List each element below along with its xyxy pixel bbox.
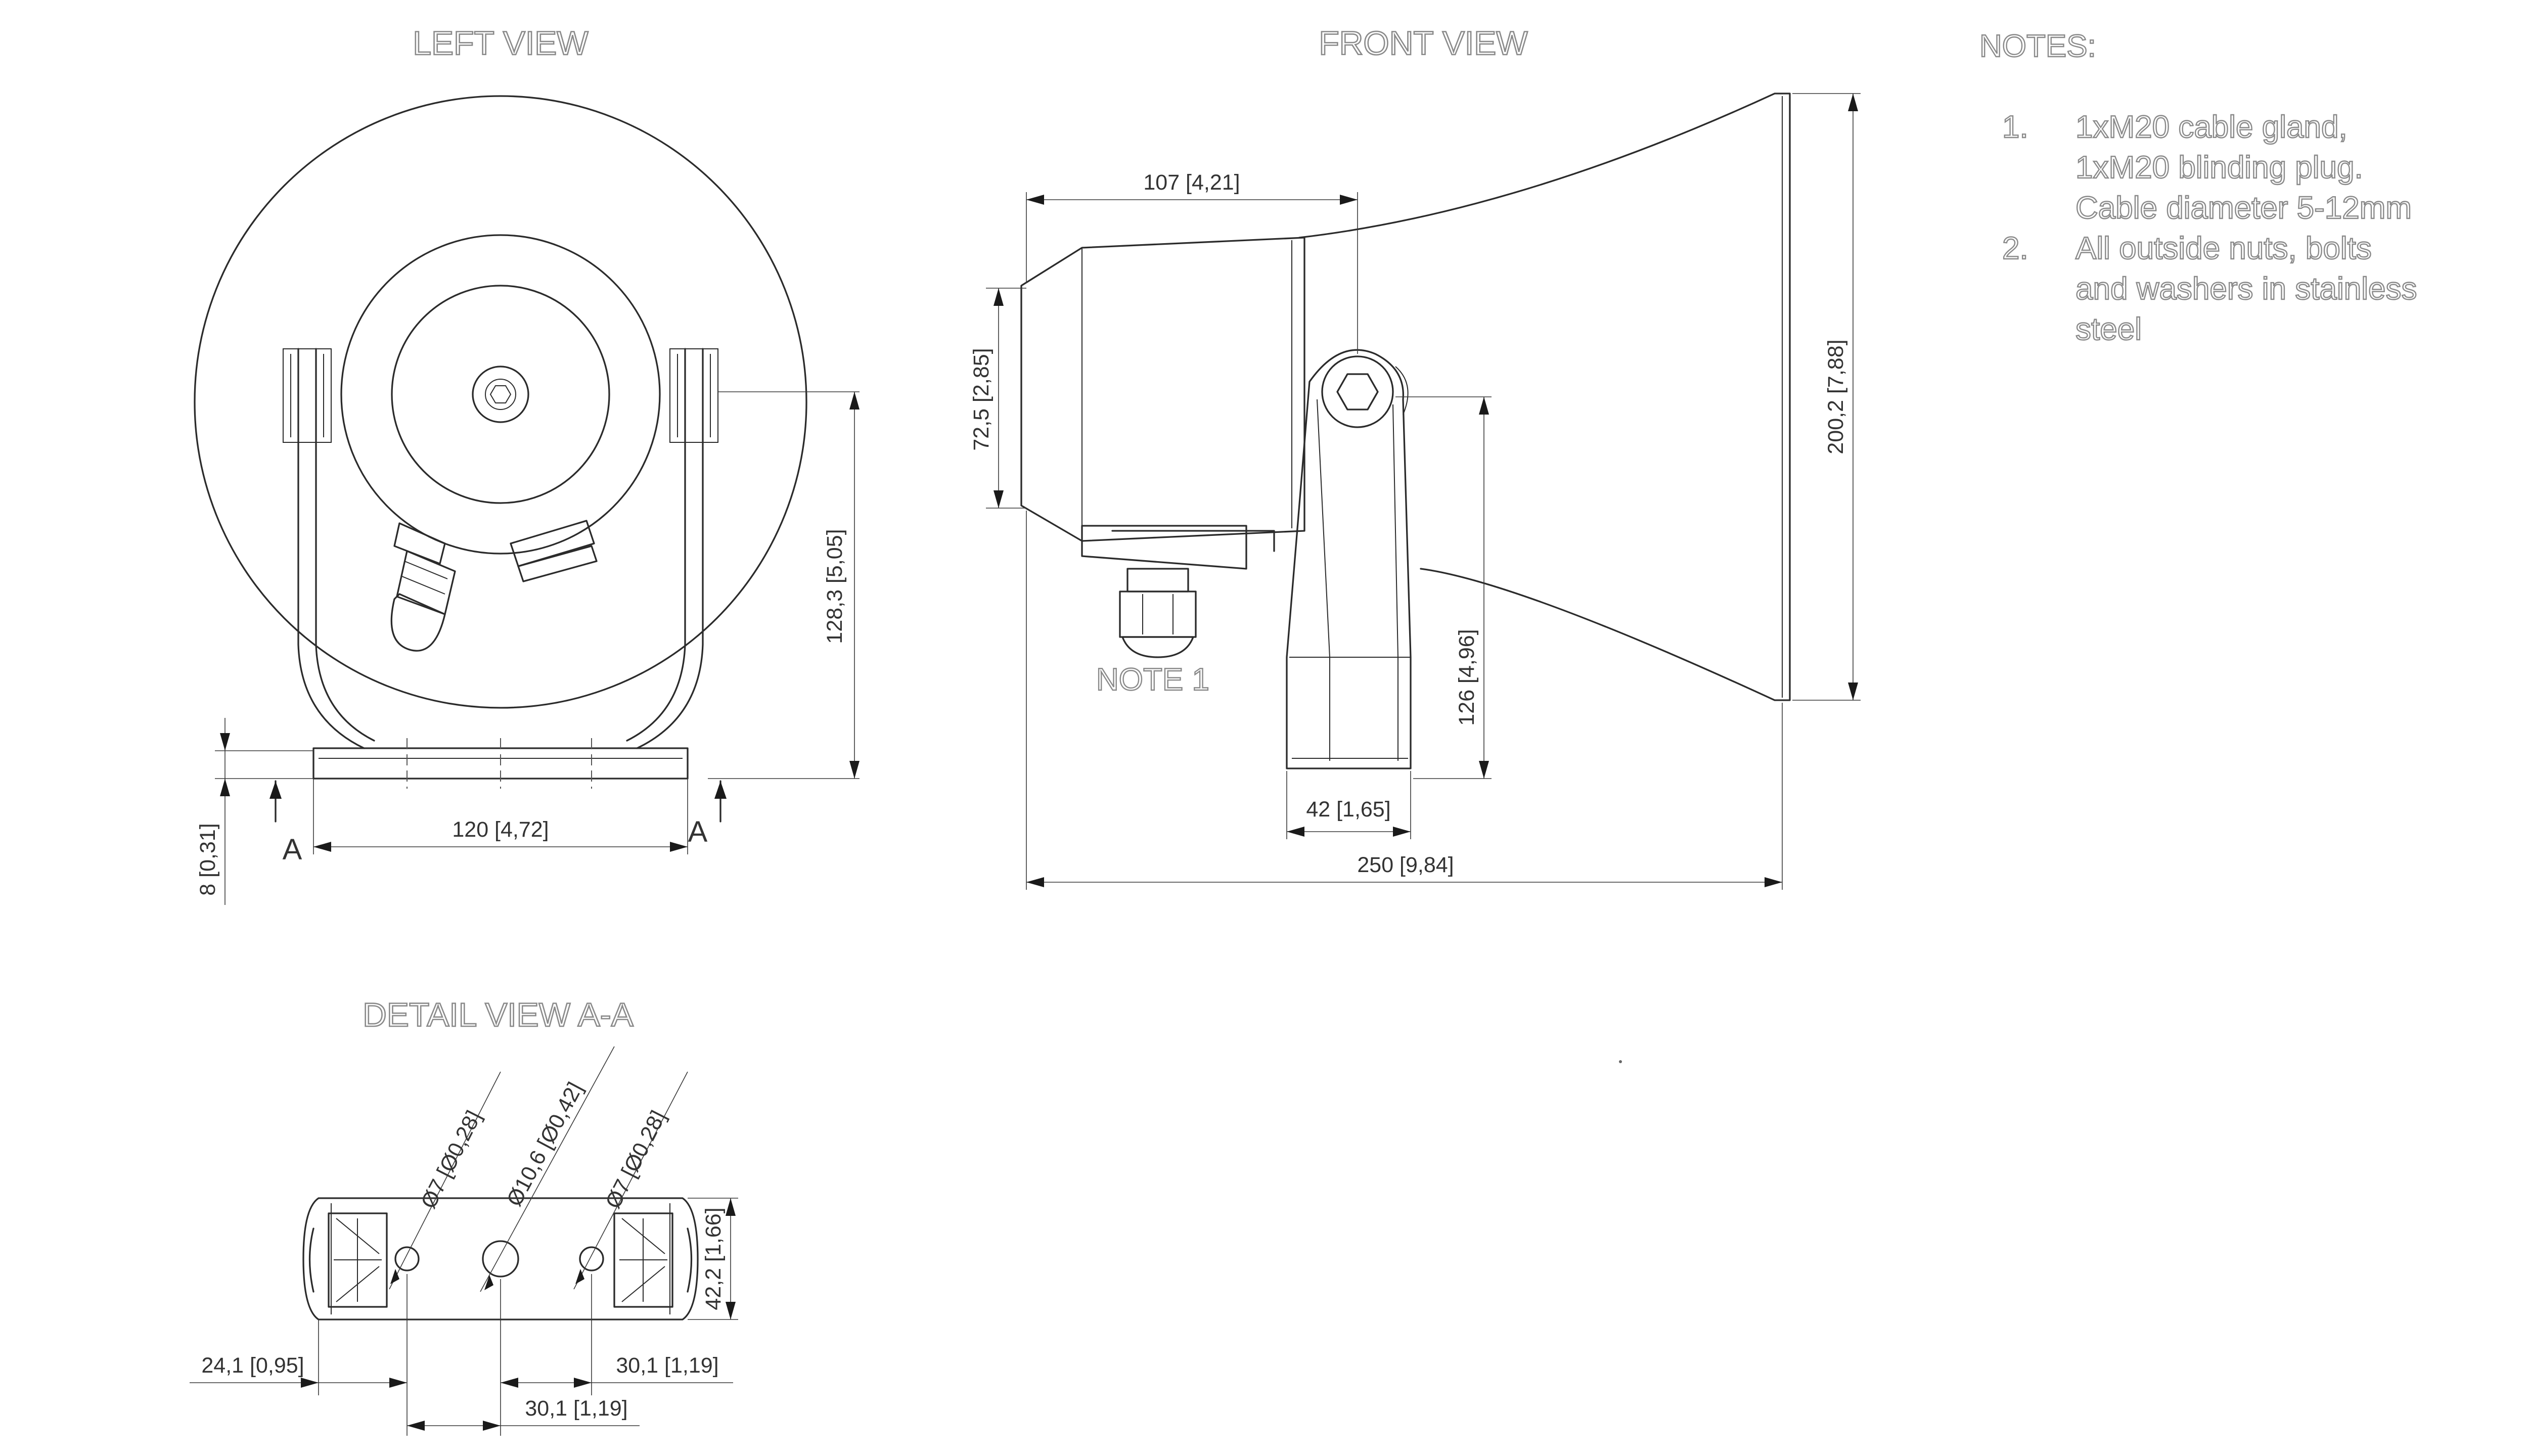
dim-left-height: 128,3 [5,05] (708, 391, 860, 779)
note-1-number: 1. (2002, 110, 2028, 145)
hole-left (394, 1246, 420, 1271)
dim-front-total-length: 250 [9,84] (1026, 511, 1783, 890)
horn-rim-outline (194, 95, 807, 709)
dim-left-width-label: 120 [4,72] (452, 817, 549, 842)
cable-gland-left (390, 522, 456, 652)
dim-detail-left-offset-label: 24,1 [0,95] (201, 1353, 304, 1378)
detail-view-title: DETAIL VIEW A-A (363, 996, 633, 1033)
bracket-right-arm (626, 348, 718, 749)
note-2-line-1: All outside nuts, bolts (2075, 231, 2372, 266)
dim-front-foot-label: 42 [1,65] (1306, 797, 1390, 822)
leader-hole-left: Ø7 [Ø0,28] (389, 1071, 501, 1290)
section-label-left: A (283, 833, 302, 866)
blinding-plug-left (510, 520, 598, 582)
dim-detail-center-spacing-label: 30,1 [1,19] (525, 1396, 627, 1421)
dim-front-depth-label: 107 [4,21] (1143, 170, 1240, 195)
dim-front-foot: 42 [1,65] (1286, 771, 1411, 839)
cable-gland-front (1119, 568, 1197, 658)
bracket-base (312, 738, 689, 789)
note-2-line-2: and washers in stainless (2075, 271, 2417, 306)
dim-left-base-label: 8 [0,31] (196, 823, 220, 895)
dim-detail-height-label: 42,2 [1,66] (701, 1207, 726, 1310)
stray-mark (1619, 1060, 1622, 1063)
notes-heading: NOTES: (1979, 29, 2096, 64)
section-marker-a: A A (269, 780, 727, 866)
dim-detail-right-spacing-label: 30,1 [1,19] (616, 1353, 718, 1378)
section-label-right: A (688, 815, 708, 848)
clamp-right (613, 1212, 693, 1308)
notes-block: NOTES: 1. 1xM20 cable gland, 1xM20 blind… (1979, 28, 2418, 347)
detail-view: Ø7 [Ø0,28] Ø10,6 [Ø0,42] Ø7 [Ø0,28] 42,2… (190, 1046, 738, 1436)
bracket-front (1286, 349, 1412, 769)
leader-hole-right: Ø7 [Ø0,28] (573, 1071, 688, 1290)
dim-detail-left-offset: 24,1 [0,95] (190, 1353, 407, 1388)
horn-flare-outline (1298, 93, 1791, 701)
center-bolt-hex (489, 385, 512, 403)
note-2-line-3: steel (2075, 312, 2142, 347)
hole-left-label: Ø7 [Ø0,28] (416, 1107, 486, 1212)
dim-front-total-length-label: 250 [9,84] (1357, 853, 1454, 877)
hole-right-label: Ø7 [Ø0,28] (601, 1107, 670, 1212)
leader-hole-center: Ø10,6 [Ø0,42] (480, 1046, 615, 1292)
dim-detail-center-spacing: 30,1 [1,19] (407, 1396, 640, 1431)
dim-detail-right-spacing: 30,1 [1,19] (501, 1353, 733, 1388)
dim-front-total-height-label: 200,2 [7,88] (1824, 339, 1848, 454)
dim-front-total-height: 200,2 [7,88] (1792, 93, 1861, 701)
note-1-line-3: Cable diameter 5-12mm (2075, 191, 2412, 225)
note-1-callout: NOTE 1 (1096, 662, 1209, 697)
driver-housing-inner (391, 285, 610, 504)
dim-front-head-label: 72,5 [2,85] (969, 348, 994, 450)
hole-right (579, 1246, 604, 1271)
dim-left-base: 8 [0,31] (196, 718, 313, 905)
dim-front-head: 72,5 [2,85] (969, 288, 1026, 509)
dim-detail-height: 42,2 [1,66] (688, 1198, 738, 1320)
hole-center-label: Ø10,6 [Ø0,42] (502, 1078, 588, 1210)
dim-left-width: 120 [4,72] (313, 779, 688, 854)
front-view: NOTE 1 107 [4,21] 72,5 [2,8 (969, 93, 1861, 890)
left-view-title: LEFT VIEW (413, 24, 589, 62)
dim-front-bracket: 126 [4,96] (1395, 396, 1492, 779)
base-plate-outline (302, 1197, 699, 1321)
bracket-left-arm (283, 348, 375, 749)
dim-front-depth: 107 [4,21] (1026, 170, 1358, 354)
note-1-line-1: 1xM20 cable gland, (2075, 110, 2348, 145)
center-bolt-outer (472, 366, 529, 423)
note-1-line-2: 1xM20 blinding plug. (2075, 150, 2363, 185)
dim-left-height-label: 128,3 [5,05] (823, 529, 847, 644)
center-bolt-inner (485, 379, 516, 410)
driver-body (1020, 237, 1305, 542)
driver-housing-outer (340, 234, 661, 555)
dim-front-bracket-label: 126 [4,96] (1455, 629, 1479, 725)
front-view-title: FRONT VIEW (1319, 24, 1528, 62)
clamp-left (308, 1212, 388, 1308)
left-view: 128,3 [5,05] 120 [4,72] A A 8 [0, (194, 95, 860, 905)
hole-center (482, 1240, 519, 1278)
note-2-number: 2. (2002, 231, 2028, 266)
